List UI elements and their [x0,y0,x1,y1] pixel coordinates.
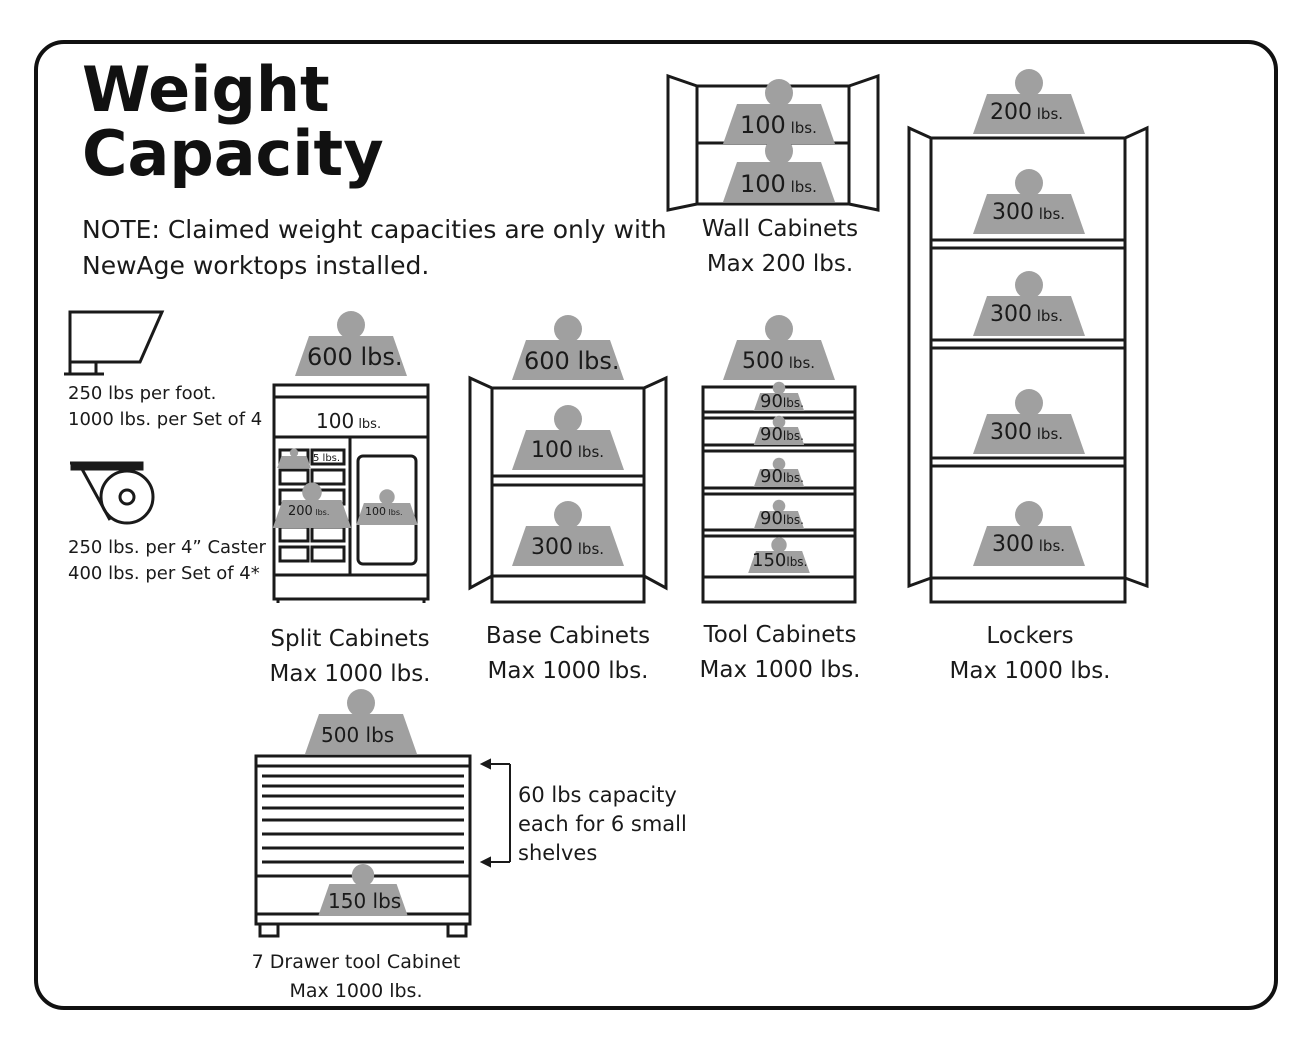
tool-drawer4-weight: 90lbs. [760,508,804,529]
wall-shelf2-weight: 100 lbs. [740,170,817,198]
base-shelf-weight: 100 lbs. [531,438,605,463]
tool-drawer5-weight: 150lbs. [752,550,808,571]
drawer7-bottom-weight: 150 lbs [328,889,402,913]
small-shelf-capacity-note: 60 lbs capacity each for 6 small shelves [518,783,687,865]
caster-capacity: 250 lbs. per 4” Caster 400 lbs. per Set … [68,537,266,584]
caster-icon [70,461,155,525]
split-small-weight: 5 lbs. [313,453,341,464]
locker-shelf2-weight: 300 lbs. [990,302,1064,327]
leveler-icon [64,310,165,376]
locker-top-weight: 200 lbs. [990,100,1064,125]
drawer7-top-weight: 500 lbs [321,723,395,747]
base-cabinet-drawing [468,375,668,604]
locker-shelf4-weight: 300 lbs. [992,532,1066,557]
installation-note: NOTE: Claimed weight capacities are only… [82,215,667,280]
split-left-weight: 200 lbs. [288,504,330,519]
split-right-weight: 100 lbs. [365,505,403,518]
tool-drawer1-weight: 90lbs. [760,391,804,412]
wall-shelf1-weight: 100 lbs. [740,111,817,139]
base-top-weight: 600 lbs. [524,347,620,375]
tool-cabinet-drawing [701,385,857,604]
locker-shelf3-weight: 300 lbs. [990,420,1064,445]
split-cabinet-drawing [272,383,430,603]
locker-drawing [907,125,1149,604]
shelf-range-bracket [479,758,511,868]
tool-top-weight: 500 lbs. [742,349,816,374]
tool-drawer2-weight: 90lbs. [760,424,804,445]
diagram-frame [34,40,1278,1010]
leveler-capacity: 250 lbs per foot. 1000 lbs. per Set of 4 [68,383,263,430]
base-bottom-weight: 300 lbs. [531,535,605,560]
split-drawer-weight: 100 lbs. [316,409,382,433]
locker-shelf1-weight: 300 lbs. [992,200,1066,225]
split-top-weight: 600 lbs. [307,343,403,371]
seven-drawer-cabinet-drawing [254,754,472,938]
page-title: Weight Capacity [82,53,384,190]
tool-drawer3-weight: 90lbs. [760,466,804,487]
